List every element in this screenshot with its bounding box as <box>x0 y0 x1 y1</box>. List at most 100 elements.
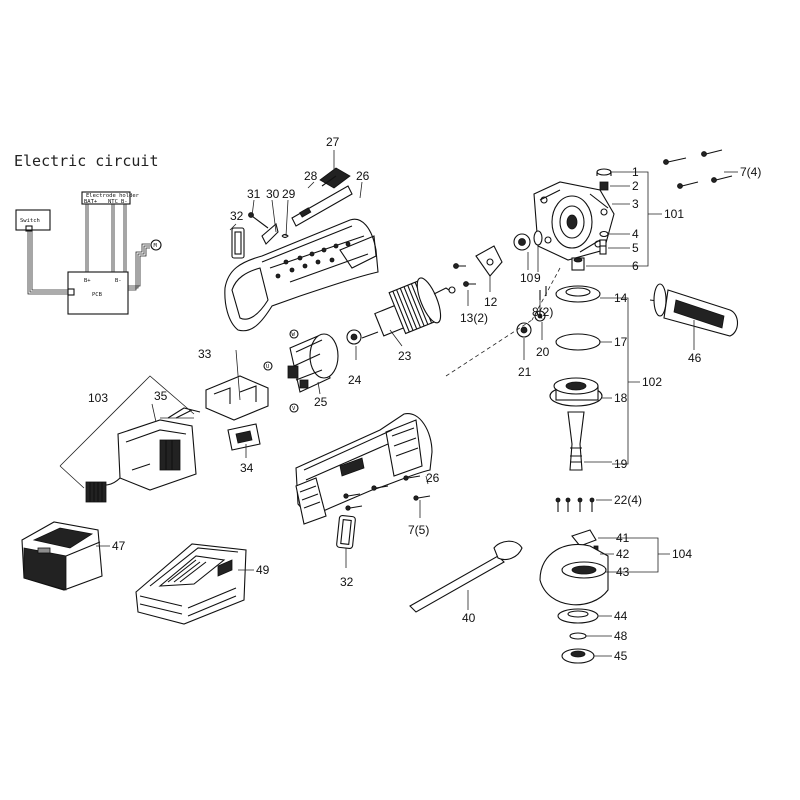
motor-symbol <box>150 239 162 251</box>
label-part-34: 34 <box>240 461 254 475</box>
rear-housing-half <box>224 218 379 332</box>
label-part-19: 19 <box>614 457 628 471</box>
label-part-7-5: 7(5) <box>408 523 429 537</box>
label-part-23: 23 <box>398 349 412 363</box>
bearing-24 <box>346 329 362 345</box>
label-part-103: 103 <box>88 391 108 405</box>
label-part-41: 41 <box>616 531 630 545</box>
part-4-ring <box>599 230 609 238</box>
label-part-28: 28 <box>304 169 318 183</box>
stator-mark-u <box>263 361 273 371</box>
switch-terminal <box>25 225 33 232</box>
front-housing-half <box>295 413 433 525</box>
cover-32-top <box>231 227 245 259</box>
part-6-bushing <box>571 257 585 271</box>
label-part-101: 101 <box>664 207 684 221</box>
label-part-104: 104 <box>672 547 692 561</box>
screws-13 <box>453 263 476 287</box>
label-part-49: 49 <box>256 563 270 577</box>
switch-label: Switch <box>20 218 40 224</box>
label-part-21: 21 <box>518 365 532 379</box>
leader-lines <box>59 150 738 657</box>
lever-30 <box>261 223 279 245</box>
cover-32-bottom <box>336 514 356 550</box>
assembly-axis-line-2 <box>531 267 561 321</box>
gear-housing-screws <box>663 149 733 189</box>
stator-mark-u-label: U <box>266 364 269 370</box>
label-part-2: 2 <box>632 179 639 193</box>
label-part-12: 12 <box>484 295 498 309</box>
stator-mark-v <box>289 403 299 413</box>
part-labels: 1 2 3 4 5 6 7(4) 101 10 9 12 13(2) 8(2) … <box>88 135 761 663</box>
label-part-13: 13(2) <box>460 311 488 325</box>
label-part-22: 22(4) <box>614 493 642 507</box>
plate-12 <box>475 245 503 277</box>
charger <box>135 543 247 625</box>
stator-mark-v-label: V <box>292 406 296 412</box>
stator-mark-w-label: W <box>292 332 296 338</box>
b-minus-label: B- <box>115 278 122 284</box>
label-part-29: 29 <box>282 187 296 201</box>
label-part-25: 25 <box>314 395 328 409</box>
label-part-35: 35 <box>154 389 168 403</box>
label-part-40: 40 <box>462 611 476 625</box>
assembly-axis-line <box>445 319 533 377</box>
label-part-44: 44 <box>614 609 628 623</box>
electric-circuit: Electric circuit Switch Electrode holder… <box>14 152 162 315</box>
side-handle <box>649 283 739 337</box>
label-part-43: 43 <box>616 565 630 579</box>
pcb-label: PCB <box>92 292 103 298</box>
switch-button <box>319 167 351 189</box>
label-part-33: 33 <box>198 347 212 361</box>
holder-label: Electrode holder <box>86 193 140 199</box>
part-1-cap <box>596 168 612 176</box>
label-part-18: 18 <box>614 391 628 405</box>
label-part-30: 30 <box>266 187 280 201</box>
washer-9 <box>533 230 543 246</box>
switch-box <box>15 209 51 231</box>
label-part-46: 46 <box>688 351 702 365</box>
label-part-10: 10 <box>520 271 534 285</box>
label-part-45: 45 <box>614 649 628 663</box>
ntc-label: NTC <box>108 199 118 205</box>
housing-screws-7-5 <box>343 475 431 511</box>
pin-wrench <box>409 540 523 613</box>
label-part-26-upper: 26 <box>356 169 370 183</box>
b-plus-label: B+ <box>84 278 91 284</box>
part-5-pin <box>599 239 607 255</box>
label-part-7-4: 7(4) <box>740 165 761 179</box>
label-part-5: 5 <box>632 241 639 255</box>
label-part-4: 4 <box>632 227 639 241</box>
pins-8 <box>539 286 547 300</box>
spring-29 <box>281 233 289 239</box>
bearing-10 <box>513 233 531 251</box>
stator-mark-w <box>289 329 299 339</box>
battery-terminal-103 <box>85 407 201 503</box>
armature <box>361 277 456 339</box>
label-part-32-lower: 32 <box>340 575 354 589</box>
label-part-27: 27 <box>326 135 340 149</box>
housing-ribs <box>275 241 351 279</box>
pcb-terminal <box>67 288 75 296</box>
stator: W U V <box>263 329 339 413</box>
guard-lever-41 <box>571 529 597 547</box>
label-part-31: 31 <box>247 187 261 201</box>
outer-nut-45 <box>561 648 595 664</box>
bat-plus-label: BAT+ <box>84 199 98 205</box>
electrode-holder-box <box>81 191 131 205</box>
label-part-1: 1 <box>632 165 639 179</box>
switch-slider <box>291 185 353 227</box>
label-part-32-upper: 32 <box>230 209 244 223</box>
pcb-bracket-33 <box>205 375 269 421</box>
label-part-26-lower: 26 <box>426 471 440 485</box>
screw-31 <box>248 212 269 229</box>
label-part-14: 14 <box>614 291 628 305</box>
spindle-assembly <box>549 285 603 471</box>
guard-screws-22 <box>555 497 595 512</box>
label-part-17: 17 <box>614 335 628 349</box>
circuit-title: Electric circuit <box>14 152 159 170</box>
wheel-guard-43 <box>539 543 609 606</box>
inner-flange-44 <box>557 608 599 624</box>
